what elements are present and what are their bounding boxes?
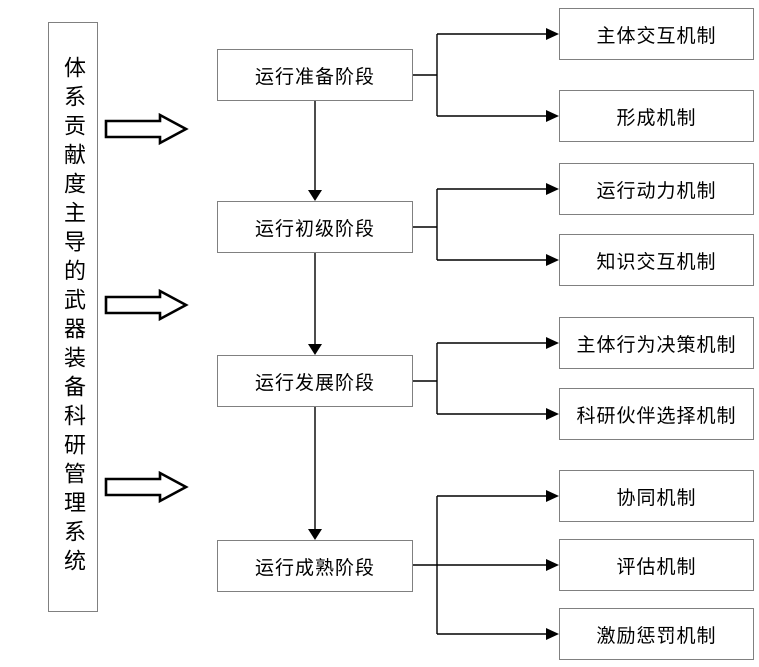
root-system-label: 体系贡献度主导的武器装备科研管理系统 — [61, 56, 86, 578]
stage-box-primary: 运行初级阶段 — [217, 201, 413, 253]
mechanism-box-collaboration: 协同机制 — [559, 470, 754, 522]
mechanism-box-formation: 形成机制 — [559, 90, 754, 142]
stage-label: 运行发展阶段 — [254, 372, 375, 394]
mechanism-box-partner-selection: 科研伙伴选择机制 — [559, 388, 754, 440]
stage-flow-arrow-1 — [308, 101, 322, 201]
branch-connector-stage-2 — [413, 183, 559, 266]
mechanism-box-behavior-decision: 主体行为决策机制 — [559, 317, 754, 369]
block-arrow-icon-3 — [104, 470, 189, 504]
mechanism-box-operation-dynamic: 运行动力机制 — [559, 163, 754, 215]
stage-label: 运行初级阶段 — [254, 218, 375, 240]
stage-flow-arrow-2 — [308, 253, 322, 355]
stage-box-development: 运行发展阶段 — [217, 355, 413, 407]
stage-label: 运行准备阶段 — [254, 66, 375, 88]
branch-connector-stage-4 — [413, 490, 559, 640]
block-arrow-icon-1 — [104, 112, 189, 146]
mechanism-label: 主体行为决策机制 — [576, 334, 737, 356]
block-arrow-icon-2 — [104, 288, 189, 322]
mechanism-label: 知识交互机制 — [596, 251, 717, 273]
mechanism-label: 评估机制 — [616, 556, 697, 578]
mechanism-label: 主体交互机制 — [596, 25, 717, 47]
mechanism-label: 形成机制 — [616, 107, 697, 129]
stage-label: 运行成熟阶段 — [254, 557, 375, 579]
mechanism-label: 协同机制 — [616, 487, 697, 509]
mechanism-box-evaluation: 评估机制 — [559, 539, 754, 591]
stage-box-maturity: 运行成熟阶段 — [217, 540, 413, 592]
branch-connector-stage-3 — [413, 337, 559, 420]
mechanism-box-subject-interaction: 主体交互机制 — [559, 8, 754, 60]
mechanism-box-incentive-punishment: 激励惩罚机制 — [559, 608, 754, 660]
stage-box-preparation: 运行准备阶段 — [217, 49, 413, 101]
root-system-box: 体系贡献度主导的武器装备科研管理系统 — [48, 22, 98, 612]
mechanism-label: 激励惩罚机制 — [596, 625, 717, 647]
mechanism-label: 运行动力机制 — [596, 180, 717, 202]
mechanism-label: 科研伙伴选择机制 — [576, 405, 737, 427]
stage-flow-arrow-3 — [308, 407, 322, 540]
branch-connector-stage-1 — [413, 28, 559, 122]
mechanism-box-knowledge-interaction: 知识交互机制 — [559, 234, 754, 286]
